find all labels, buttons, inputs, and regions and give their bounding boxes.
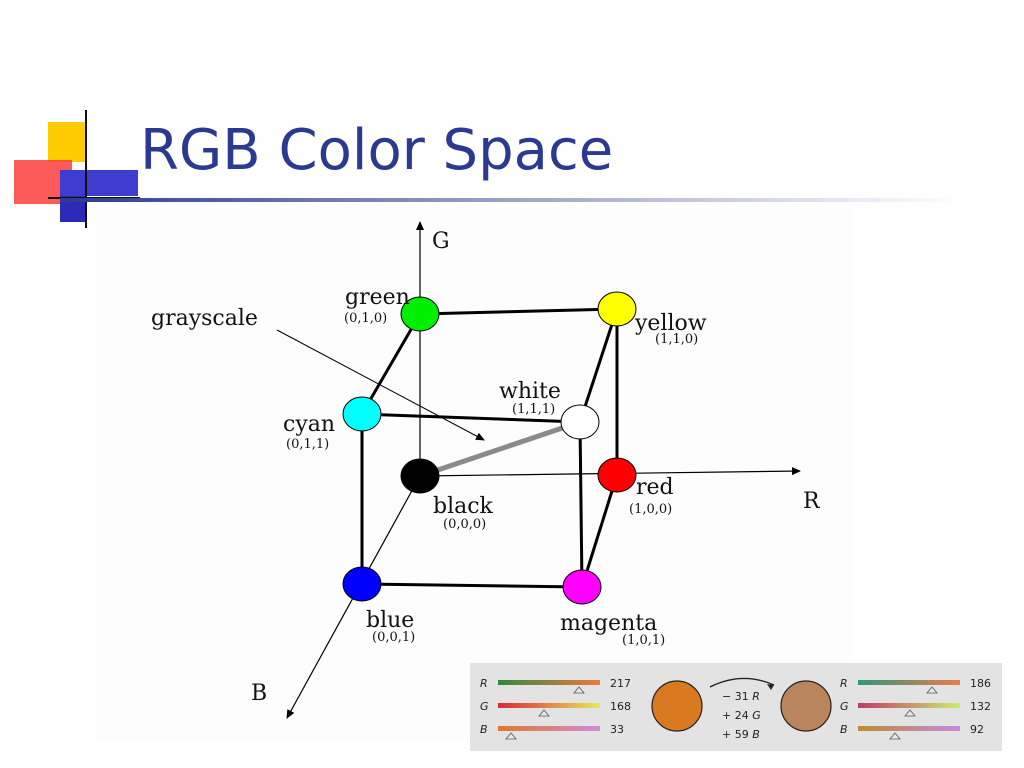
op-g-channel: G — [752, 709, 761, 722]
right-color-swatch — [780, 680, 832, 732]
left-b-value: 33 — [610, 723, 624, 736]
left-b-label: B — [480, 723, 488, 736]
right-r-slider — [858, 680, 960, 685]
left-r-thumb — [573, 686, 585, 694]
vertex-yellow-name: yellow — [634, 311, 707, 336]
vertex-green — [400, 296, 440, 332]
right-g-thumb — [904, 709, 916, 717]
vertex-blue-name: blue — [366, 608, 414, 633]
right-b-label: B — [840, 723, 848, 736]
op-r-value: − 31 — [722, 690, 749, 703]
title-underline — [60, 198, 960, 202]
right-b-slider — [858, 726, 960, 731]
vertex-white-name: white — [499, 379, 561, 404]
vertex-yellow — [597, 291, 637, 327]
cube-edges — [360, 307, 619, 589]
right-r-label: R — [840, 677, 848, 690]
left-color-swatch — [651, 680, 703, 732]
left-r-value: 217 — [610, 677, 631, 690]
color-transform-panel: R G B 217 168 33 − 31 R + 24 G + 59 B R … — [470, 663, 1002, 751]
title-decoration — [0, 0, 140, 240]
right-b-thumb — [889, 732, 901, 740]
vertex-red-coord: (1,0,0) — [629, 502, 672, 517]
op-g-value: + 24 — [722, 709, 749, 722]
vertex-green-coord: (0,1,0) — [344, 311, 387, 326]
op-b-value: + 59 — [722, 728, 749, 741]
op-b-channel: B — [752, 728, 760, 741]
svg-text:+ 24 G: + 24 G — [722, 709, 761, 722]
vertex-magenta — [562, 569, 602, 605]
vertex-blue-coord: (0,0,1) — [372, 630, 415, 645]
rgb-cube-diagram: G R B grayscale green yellow white cyan … — [95, 208, 850, 738]
vertex-blue — [342, 566, 382, 602]
g-axis-label: G — [432, 229, 450, 254]
vertex-white-coord: (1,1,1) — [512, 402, 555, 417]
vertex-black-name: black — [433, 494, 494, 519]
left-g-thumb — [538, 709, 550, 717]
grayscale-diagonal — [419, 419, 581, 479]
vertex-red-name: red — [636, 475, 674, 500]
b-axis-label: B — [251, 681, 267, 706]
left-r-label: R — [480, 677, 488, 690]
left-g-value: 168 — [610, 700, 631, 713]
right-b-value: 92 — [970, 723, 984, 736]
vertex-green-name: green — [345, 285, 410, 310]
op-r-channel: R — [752, 690, 760, 703]
right-g-label: G — [840, 700, 849, 713]
vertex-black-coord: (0,0,0) — [443, 517, 486, 532]
vertex-magenta-name: magenta — [560, 611, 657, 636]
vertex-magenta-coord: (1,0,1) — [622, 633, 665, 648]
svg-text:+ 59 B: + 59 B — [722, 728, 760, 741]
right-g-slider — [858, 703, 960, 708]
left-b-slider — [498, 726, 600, 731]
grayscale-pointer — [276, 329, 485, 441]
right-r-thumb — [926, 686, 938, 694]
transform-arrow — [709, 677, 775, 688]
left-g-label: G — [480, 700, 489, 713]
vertex-black — [400, 458, 440, 494]
right-g-value: 132 — [970, 700, 991, 713]
vertex-cyan-name: cyan — [283, 412, 335, 437]
left-g-slider — [498, 703, 600, 708]
transform-arrowhead — [767, 684, 774, 690]
vertex-cyan — [342, 396, 382, 432]
vertex-yellow-coord: (1,1,0) — [655, 332, 698, 347]
vertex-red — [597, 457, 637, 493]
page-title: RGB Color Space — [140, 118, 614, 183]
right-r-value: 186 — [970, 677, 991, 690]
left-r-slider — [498, 680, 600, 685]
r-axis-label: R — [803, 489, 821, 514]
svg-text:− 31 R: − 31 R — [722, 690, 760, 703]
vertex-white — [560, 404, 600, 440]
left-b-thumb — [505, 732, 517, 740]
vertex-cyan-coord: (0,1,1) — [286, 437, 329, 452]
grayscale-label: grayscale — [151, 306, 258, 331]
